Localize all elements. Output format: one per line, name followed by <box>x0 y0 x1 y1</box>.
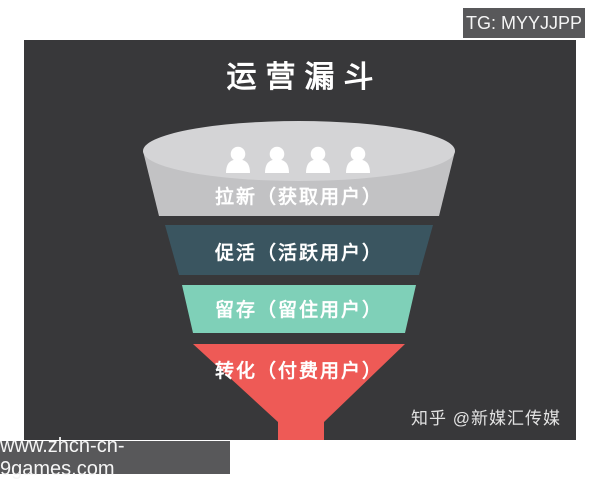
watermark-badge-top-right: TG: MYYJJPP <box>463 8 585 38</box>
funnel-stage-3-body <box>182 285 416 333</box>
watermark-badge-bottom-left: www.zhcn-cn-9games.com <box>0 435 230 480</box>
funnel-stage-2-body <box>165 225 433 275</box>
funnel-stage-2-label: 促活（活跃用户） <box>214 241 383 264</box>
page-title: 运营漏斗 <box>226 61 383 94</box>
watermark-top-right-text: TG: MYYJJPP <box>465 12 582 33</box>
funnel-stage-1-label: 拉新（获取用户） <box>215 185 383 208</box>
funnel-top-opening <box>143 121 455 181</box>
funnel-stage-4-body <box>193 344 405 440</box>
funnel-stage-3-label: 留存（留住用户） <box>215 298 383 321</box>
author-credit: 知乎 @新媒汇传媒 <box>411 409 561 428</box>
funnel-stage-4-label: 转化（付费用户） <box>215 359 383 382</box>
watermark-bottom-left-text: www.zhcn-cn-9games.com <box>0 434 125 480</box>
